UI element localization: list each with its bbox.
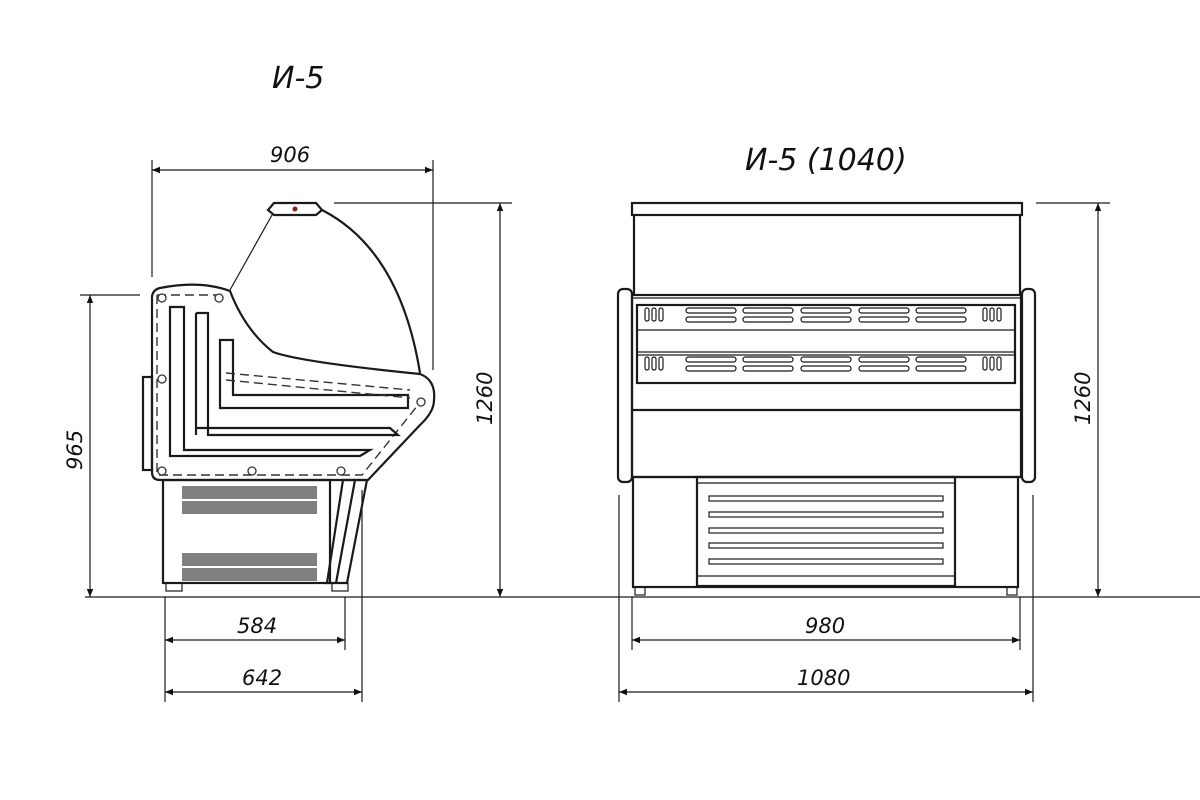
side-view-drawing bbox=[141, 201, 436, 592]
dim-965: 965 bbox=[63, 430, 87, 470]
dim-1260-front: 1260 bbox=[1071, 372, 1095, 425]
dim-1260-side: 1260 bbox=[473, 372, 497, 425]
dim-642: 642 bbox=[242, 666, 282, 690]
side-view-title: И-5 bbox=[272, 61, 324, 96]
case-body bbox=[150, 283, 436, 482]
indicator-light-icon bbox=[292, 206, 298, 212]
dim-906: 906 bbox=[270, 143, 310, 167]
ventilation-grille bbox=[182, 486, 317, 581]
dim-1080: 1080 bbox=[797, 666, 850, 690]
front-view-title: И-5 (1040) bbox=[745, 143, 907, 178]
dim-584: 584 bbox=[237, 614, 277, 638]
dim-980: 980 bbox=[805, 614, 845, 638]
front-view-drawing bbox=[616, 201, 1037, 596]
